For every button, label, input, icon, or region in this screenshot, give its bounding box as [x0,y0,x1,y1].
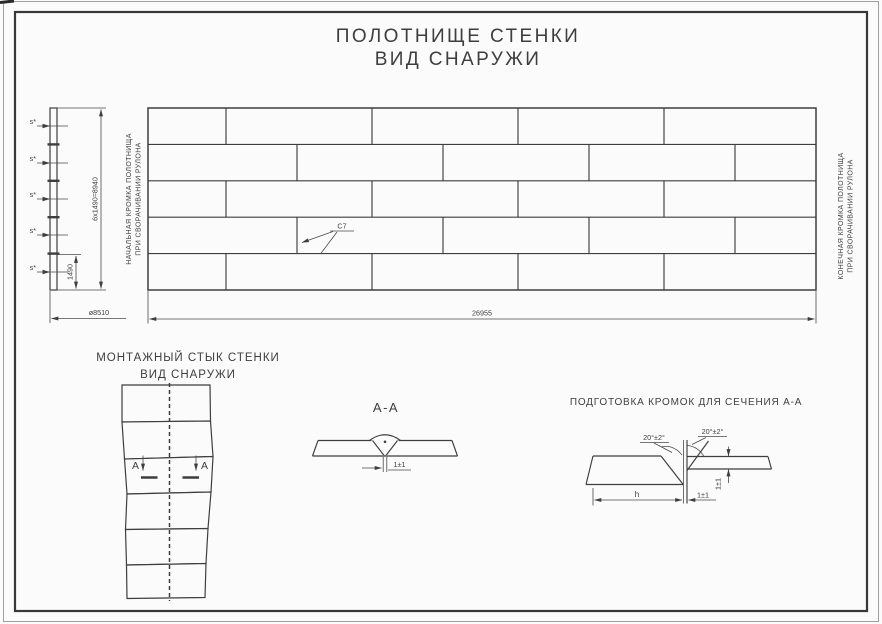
weld-joint-label: С7 [337,222,346,231]
sheet-title-line1: ПОЛОТНИЩЕ СТЕНКИ [336,26,580,47]
sheet-title: ПОЛОТНИЩЕ СТЕНКИ ВИД СНАРУЖИ [336,26,580,70]
bevel-angle-left-label: 20°±2° [643,433,665,442]
montage-title-line2: ВИД СНАРУЖИ [140,369,236,381]
root-gap-dimension: 1±1 [362,460,411,471]
roll-diameter-dimension: ø8510 [49,291,126,323]
start-edge-note: НАЧАЛЬНАЯ КРОМКА ПОЛОТНИЩА ПРИ СВОРАЧИВА… [126,133,143,265]
end-edge-note-line1: КОНЕЧНАЯ КРОМКА ПОЛОТНИЩА [838,152,845,279]
section-mark-letter-right: А [201,460,208,472]
scan-corner-artifact [0,0,15,4]
thickness-label: s* [30,263,37,272]
weld-callout: С7 [301,222,354,254]
root-gap-dim-label: 1±1 [394,460,406,469]
start-edge-note-line1: НАЧАЛЬНАЯ КРОМКА ПОЛОТНИЩА [126,133,133,265]
thickness-label: s* [30,226,37,235]
strip-height-dim-label: 6х1490=8940 [91,177,100,221]
edge-prep-view: ПОДГОТОВКА КРОМОК ДЛЯ СЕЧЕНИЯ А-А 20°±2° [570,397,802,506]
section-aa-title: А-А [373,400,399,415]
bevel-angle-right: 20°±2° [687,427,727,457]
bevel-width-dim-label: h [635,490,639,499]
thickness-label: s* [30,190,37,199]
course-height-dimension: 1490 [57,254,81,289]
edge-prep-title: ПОДГОТОВКА КРОМОК ДЛЯ СЕЧЕНИЯ А-А [570,397,802,408]
bevel-angle-right-label: 20°±2° [702,427,724,436]
panel-vertical-joints [225,108,736,290]
course-height-dim-label: 1490 [66,264,75,280]
panel-width-dimension: 26955 [147,291,817,324]
sheet-title-line2: ВИД СНАРУЖИ [375,49,542,70]
section-aa-view: А-А 1±1 [311,400,459,472]
left-strip-view: s* s* s* s* s* 6х1490=8940 1490 ø8510 [30,107,126,323]
montage-title-line1: МОНТАЖНЫЙ СТЫК СТЕНКИ [96,351,280,364]
main-panel-view: С7 26955 НАЧАЛЬНАЯ КРОМКА ПОЛОТНИЩА ПРИ … [126,107,855,324]
edge-prep-plates [585,440,773,504]
montage-strip [121,383,214,601]
bevel-angle-left: 20°±2° [640,433,683,456]
bevel-width-dimension: h [592,488,683,506]
panel-width-dim-label: 26955 [472,309,492,318]
thickness-label: s* [30,154,37,163]
thickness-label: s* [30,117,37,126]
section-mark-letter-left: А [132,460,139,472]
panel-horizontal-joints [148,143,816,255]
strip-height-dimension: 6х1490=8940 [57,107,106,291]
end-edge-note-line2: ПРИ СВОРАЧИВАНИИ РУЛОНА [848,159,855,273]
prep-root-gap-dim-label: 1±1 [697,491,709,500]
montage-joint-view: МОНТАЖНЫЙ СТЫК СТЕНКИ ВИД СНАРУЖИ А А [96,351,280,601]
roll-diameter-dim-label: ø8510 [89,308,109,317]
thickness-leaders: s* s* s* s* s* [30,117,68,275]
prep-root-gap-dimension: 1±1 [688,491,716,503]
plate-offset-dimension: 1±1 [714,446,731,490]
section-aa-plates [311,439,459,457]
weld-seam [369,434,401,472]
plate-offset-dim-label: 1±1 [714,478,723,490]
end-edge-note: КОНЕЧНАЯ КРОМКА ПОЛОТНИЩА ПРИ СВОРАЧИВАН… [838,152,855,279]
start-edge-note-line2: ПРИ СВОРАЧИВАНИИ РУЛОНА [136,142,143,256]
section-cut-marks: А А [132,455,208,479]
